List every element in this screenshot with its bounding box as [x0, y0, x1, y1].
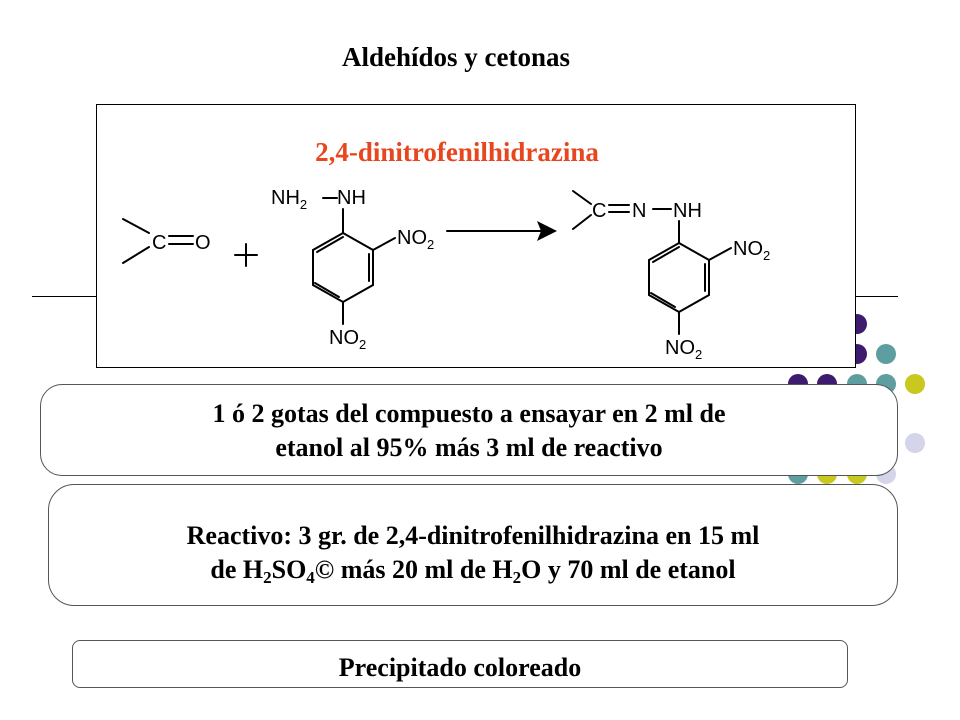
product-c: C [592, 200, 606, 222]
carbonyl-o: O [195, 232, 211, 254]
dot [905, 374, 925, 394]
right-divider-line [856, 296, 898, 297]
reaction-scheme: C O NH2 NH NO2 NO2 C N NH NO2 NO2 + [122, 187, 770, 362]
arrow-head [537, 221, 557, 241]
reactivo-box: Reactivo: 3 gr. de 2,4-dinitrofenilhidra… [48, 484, 898, 606]
result-text: Precipitado coloreado [338, 653, 582, 682]
carbonyl-c: C [152, 232, 166, 254]
dot [876, 344, 896, 364]
product-nh: NH [673, 200, 702, 222]
nh-label: NH [337, 187, 366, 209]
reagent-name: 2,4-dinitrofenilhidrazina [315, 137, 599, 167]
reaction-panel: 2,4-dinitrofenilhidrazina [96, 104, 856, 368]
reactivo-line: de H2SO4© más 20 ml de H2O y 70 ml de et… [210, 555, 736, 587]
dot [905, 433, 925, 453]
nh2-label: NH2 [271, 187, 307, 212]
reactivo-line: Reactivo: 3 gr. de 2,4-dinitrofenilhidra… [186, 521, 760, 550]
nitro-label: NO2 [329, 327, 366, 352]
nitro-label: NO2 [397, 227, 434, 252]
result-box: Precipitado coloreado [72, 640, 848, 688]
procedure-box: 1 ó 2 gotas del compuesto a ensayar en 2… [40, 384, 898, 476]
procedure-line: 1 ó 2 gotas del compuesto a ensayar en 2… [212, 399, 726, 428]
slide-title: Aldehídos y cetonas [341, 42, 571, 72]
left-divider-line [32, 296, 96, 297]
nitro-label: NO2 [665, 337, 702, 362]
procedure-line: etanol al 95% más 3 ml de reactivo [275, 433, 663, 462]
nitro-label: NO2 [733, 238, 770, 263]
product-n: N [632, 200, 646, 222]
